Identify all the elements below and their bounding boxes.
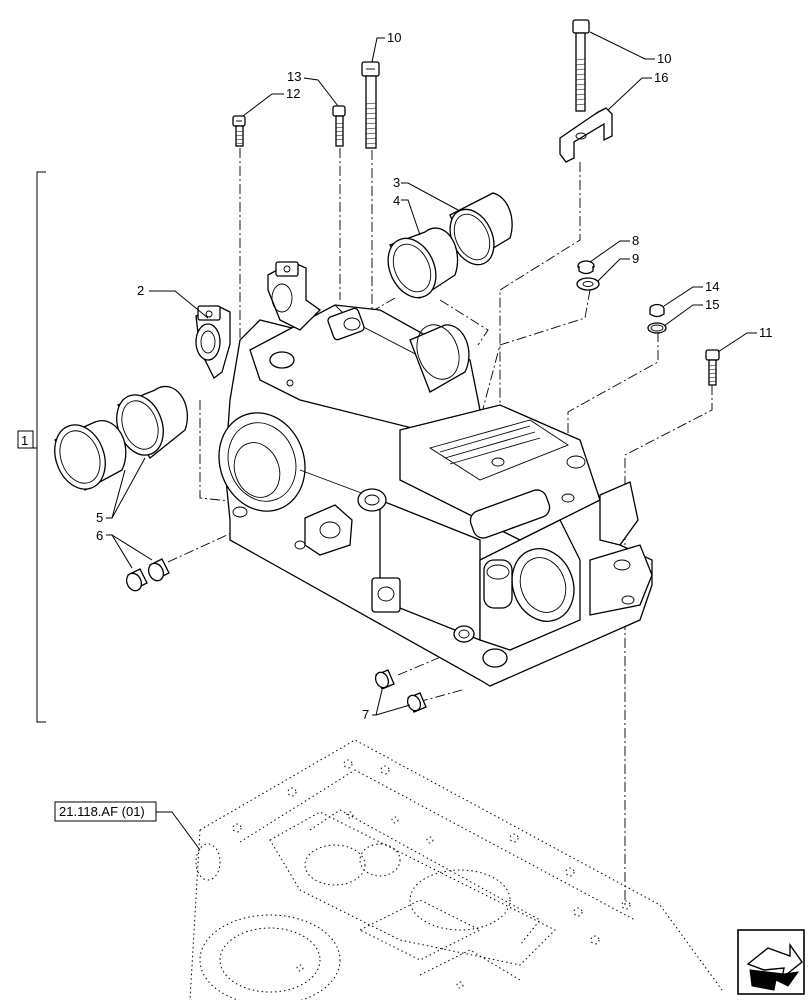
callout-labels: 2 3 4 5 6 7 8 9 10 10 11 12 13 14 15 16 bbox=[96, 30, 773, 722]
callout-15[interactable]: 15 bbox=[705, 297, 719, 312]
transmission-housing-outline bbox=[189, 739, 723, 1000]
callout-8[interactable]: 8 bbox=[632, 233, 639, 248]
reference-link-box[interactable]: 21.118.AF (01) bbox=[54, 801, 157, 822]
callout-4[interactable]: 4 bbox=[393, 193, 400, 208]
plug-14 bbox=[649, 303, 665, 318]
bushing-5-front bbox=[54, 420, 127, 491]
o-ring-15 bbox=[647, 322, 667, 334]
callout-6[interactable]: 6 bbox=[96, 528, 103, 543]
bushing-5-rear bbox=[116, 385, 189, 459]
bushing-3 bbox=[449, 192, 513, 266]
washer-9 bbox=[576, 277, 600, 291]
callout-10-long-bolt[interactable]: 10 bbox=[387, 30, 401, 45]
callout-12[interactable]: 12 bbox=[286, 86, 300, 101]
callout-7[interactable]: 7 bbox=[362, 707, 369, 722]
lift-housing bbox=[195, 261, 653, 687]
callout-11[interactable]: 11 bbox=[759, 325, 773, 340]
callout-16[interactable]: 16 bbox=[654, 70, 668, 85]
callout-9[interactable]: 9 bbox=[632, 251, 639, 266]
plug-8 bbox=[577, 260, 595, 275]
bolt-10-long bbox=[361, 61, 380, 149]
callout-1-box[interactable]: 1 bbox=[17, 430, 34, 449]
callout-2[interactable]: 2 bbox=[137, 283, 144, 298]
callout-10-bracket-bolt[interactable]: 10 bbox=[657, 51, 671, 66]
bolt-13 bbox=[332, 105, 346, 147]
next-page-arrow-icon[interactable] bbox=[737, 929, 805, 995]
reference-label: 21.118.AF (01) bbox=[59, 804, 145, 819]
callout-14[interactable]: 14 bbox=[705, 279, 719, 294]
callout-5[interactable]: 5 bbox=[96, 510, 103, 525]
sleeve-7b bbox=[406, 692, 427, 713]
callout-1-label: 1 bbox=[21, 433, 28, 448]
bolt-12 bbox=[232, 115, 246, 147]
leader-lines bbox=[106, 31, 757, 851]
bracket-16 bbox=[559, 107, 613, 163]
bolt-10-upper bbox=[572, 19, 590, 112]
callout-13[interactable]: 13 bbox=[287, 69, 301, 84]
sleeve-7a bbox=[374, 669, 395, 690]
bushing-4 bbox=[387, 227, 459, 299]
sleeve-6a bbox=[125, 568, 148, 592]
bolt-11 bbox=[705, 349, 720, 386]
sleeve-6b bbox=[147, 558, 170, 582]
callout-3[interactable]: 3 bbox=[393, 175, 400, 190]
